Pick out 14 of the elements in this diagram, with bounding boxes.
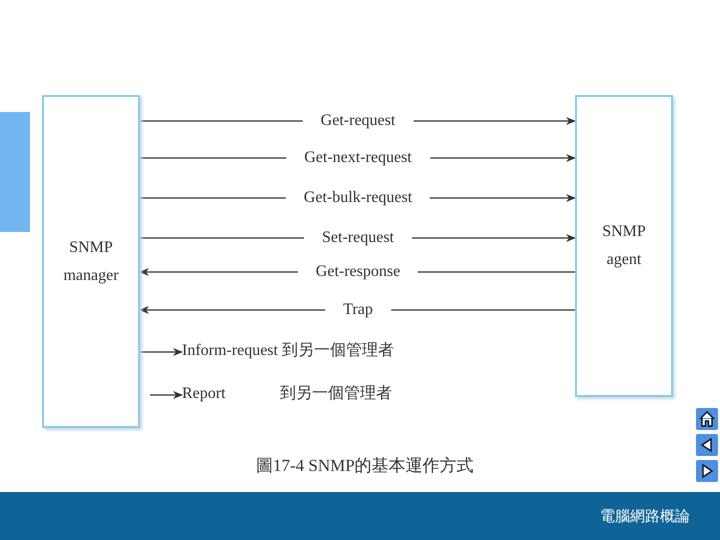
figure-caption: 圖17-4 SNMP的基本運作方式 [256,456,474,476]
arrow [140,348,183,356]
edge-label: Get-response [298,262,418,282]
agent-box: SNMP agent [575,95,673,397]
edge-label: Get-request [302,111,414,131]
message-text: Inform-request 到另一個管理者 [182,341,394,361]
arrow [150,391,183,399]
edge-label: Get-bulk-request [286,188,430,208]
message-text: 到另一個管理者 [280,384,392,404]
manager-box: SNMP manager [42,95,140,428]
footer-title: 電腦網路概論 [600,506,690,526]
message-text: Report [182,384,226,404]
edge-label: Get-next-request [286,148,430,168]
edge-label: Set-request [304,228,412,248]
